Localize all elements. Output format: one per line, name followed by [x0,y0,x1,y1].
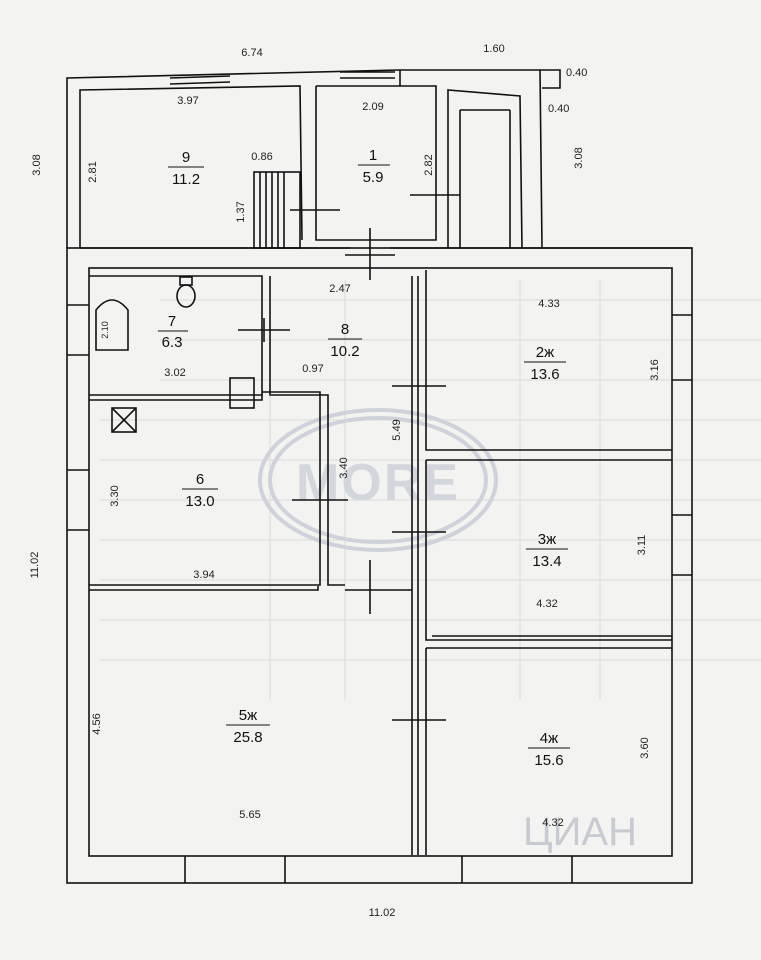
dim-bottom-total: 11.02 [369,907,396,919]
svg-text:1: 1 [369,147,377,164]
room-label-7: 7 6.3 [158,313,188,351]
dim-top-left: 6.74 [241,47,262,59]
svg-text:9: 9 [182,149,190,166]
svg-text:15.6: 15.6 [534,752,563,769]
svg-text:13.6: 13.6 [530,366,559,383]
dim-right-upper: 3.08 [573,147,585,168]
dim-r8-top: 2.47 [329,283,350,295]
dim-r9-stair-w: 0.86 [251,151,272,163]
svg-text:6.3: 6.3 [162,334,183,351]
dim-r7-w: 3.02 [164,367,185,379]
svg-text:5ж: 5ж [239,707,257,724]
dim-r8-w: 0.97 [302,363,323,375]
walls [66,69,693,884]
room-label-2: 2ж 13.6 [524,344,566,383]
svg-text:11.2: 11.2 [172,171,200,188]
dim-r1-top: 2.09 [362,101,383,113]
dim-r9-side: 2.81 [87,161,99,182]
svg-text:2ж: 2ж [536,344,554,361]
svg-text:10.2: 10.2 [330,343,359,360]
inner-dimensions: 3.97 2.81 0.86 1.37 2.09 2.82 2.47 0.97 … [87,95,661,829]
room-label-5: 5ж 25.8 [226,707,270,746]
dim-r9-top: 3.97 [177,95,198,107]
dim-bath: 2.10 [100,321,110,339]
dim-r6-h: 3.30 [109,485,121,506]
portal-watermark: ЦИАН [523,810,637,854]
room-label-1: 1 5.9 [358,147,390,186]
dim-r3-w: 4.32 [536,598,557,610]
dim-r6-w: 3.94 [193,569,214,581]
dim-r8-h: 5.49 [391,419,403,440]
dim-left-total: 11.02 [29,552,41,579]
dim-r5-w: 5.65 [239,809,260,821]
dim-r3-h: 3.11 [636,535,648,556]
svg-text:6: 6 [196,471,204,488]
svg-text:5.9: 5.9 [363,169,384,186]
dim-r6-side: 3.40 [338,457,350,478]
svg-text:4ж: 4ж [540,730,558,747]
outer-dimensions: 6.74 1.60 0.40 0.40 3.08 3.08 11.02 11.0… [29,43,587,919]
svg-text:13.0: 13.0 [185,493,214,510]
svg-text:8: 8 [341,321,349,338]
dim-r9-stair-h: 1.37 [235,201,247,222]
room-label-6: 6 13.0 [182,471,218,510]
dim-top-right: 1.60 [483,43,504,55]
dim-left-upper: 3.08 [31,154,43,175]
svg-text:3ж: 3ж [538,531,556,548]
room-label-9: 9 11.2 [168,149,204,188]
agency-watermark: MORE [258,408,498,552]
dim-r4-h: 3.60 [639,737,651,758]
svg-text:25.8: 25.8 [233,729,262,746]
dim-r5-h: 4.56 [91,713,103,734]
svg-text:ЦИАН: ЦИАН [523,810,637,854]
dim-corner-b: 0.40 [548,103,569,115]
dim-r1-side: 2.82 [423,154,435,175]
room-label-3: 3ж 13.4 [526,531,568,570]
dim-r4-w: 4.32 [542,817,563,829]
svg-text:7: 7 [168,313,176,330]
room-label-4: 4ж 15.6 [528,730,570,769]
dim-r2-h: 3.16 [649,359,661,380]
dim-corner-a: 0.40 [566,67,587,79]
svg-text:MORE: MORE [296,454,460,512]
svg-text:13.4: 13.4 [532,553,561,570]
room-label-8: 8 10.2 [328,321,362,360]
dim-r2-w: 4.33 [538,298,559,310]
